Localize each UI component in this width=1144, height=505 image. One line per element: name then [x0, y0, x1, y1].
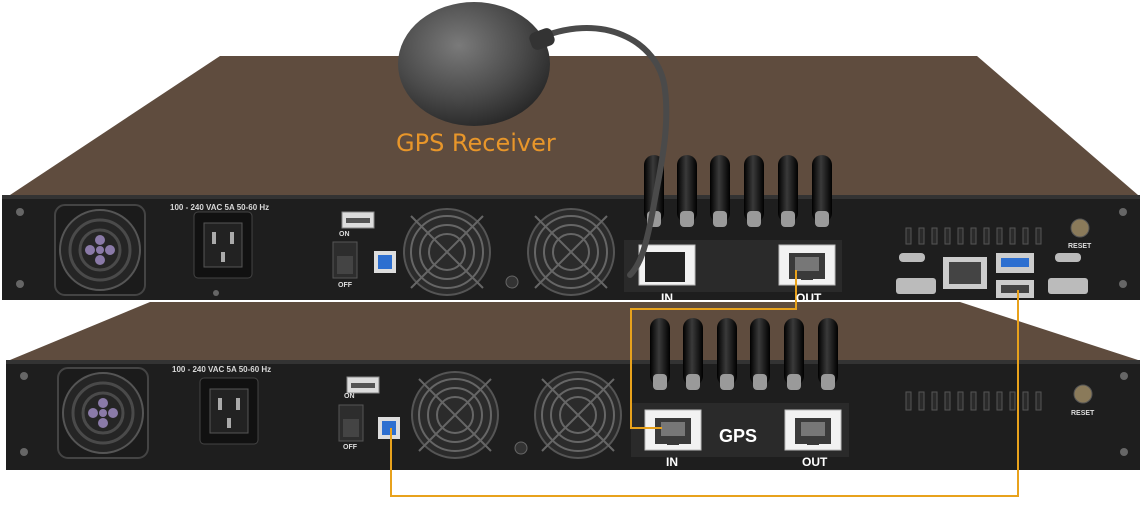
switch-on-label: ON [344, 393, 355, 400]
reset-label: RESET [1068, 243, 1092, 250]
power-inlet-icon [199, 377, 259, 445]
switch-on-label: ON [339, 231, 350, 238]
reset-button-icon [1070, 218, 1090, 238]
lower-front-panel [6, 360, 1140, 470]
power-rating-label: 100 - 240 VAC 5A 50-60 Hz [170, 203, 270, 212]
reset-label: RESET [1071, 410, 1095, 417]
port-out-label: OUT [796, 291, 822, 305]
antenna-icon [744, 155, 764, 227]
lower-chassis-top [10, 302, 1138, 360]
usb-c-icon [1055, 253, 1081, 262]
antenna-icon [812, 155, 832, 227]
gps-cable [532, 25, 670, 278]
power-inlet-icon [193, 211, 253, 279]
antenna-icon [683, 318, 703, 390]
switch-off-label: OFF [343, 444, 357, 451]
antenna-icon [650, 318, 670, 390]
yellow-cables [390, 270, 1019, 497]
gps-receiver-icon [398, 2, 555, 126]
port-in-label: IN [661, 291, 673, 305]
port-out-label: OUT [802, 455, 828, 469]
antenna-icon [784, 318, 804, 390]
reset-button-icon [1073, 384, 1093, 404]
antenna-icon [818, 318, 838, 390]
rj45-port-icon [784, 409, 842, 451]
antenna-icon [750, 318, 770, 390]
usb-c-icon [899, 253, 925, 262]
antenna-icon [677, 155, 697, 227]
gps-out-to-in-cable [630, 270, 797, 429]
fan-icon [56, 366, 150, 460]
antenna-icon [778, 155, 798, 227]
gps-label: GPS [719, 426, 758, 446]
fan-icon [53, 203, 147, 297]
upper-chassis-top [10, 56, 1138, 195]
antenna-icon [710, 155, 730, 227]
rj45-port-icon [644, 409, 702, 451]
hdmi-icon [896, 278, 936, 294]
antenna-icon [717, 318, 737, 390]
rj45-port-icon [778, 244, 836, 286]
power-rating-label: 100 - 240 VAC 5A 50-60 Hz [172, 365, 272, 374]
hdmi-icon [1048, 278, 1088, 294]
port-in-label: IN [666, 455, 678, 469]
upper-front-panel [2, 195, 1140, 300]
usb-link-cable [390, 290, 1019, 497]
gps-receiver-label: GPS Receiver [396, 129, 556, 157]
switch-off-label: OFF [338, 282, 352, 289]
